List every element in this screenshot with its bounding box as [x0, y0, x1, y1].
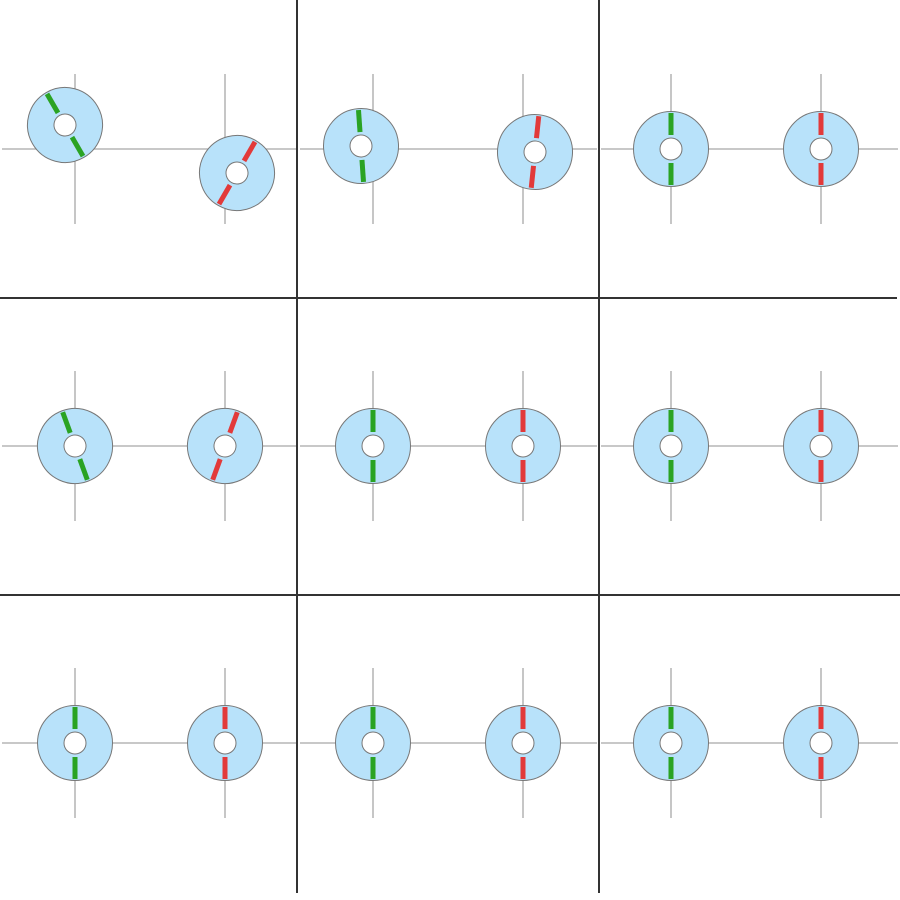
- left-washer-marker-bottom: [370, 757, 376, 779]
- right-washer: [497, 114, 573, 190]
- left-washer: [633, 111, 709, 187]
- right-washer-hole: [225, 161, 249, 185]
- right-washer-marker-top: [227, 411, 240, 434]
- right-washer-marker-bottom: [528, 165, 537, 189]
- right-washer-hole: [809, 434, 833, 458]
- right-washer-marker-bottom: [216, 183, 233, 206]
- panel-9: [601, 668, 898, 818]
- left-washer-marker-top: [668, 707, 674, 729]
- left-washer-marker-bottom: [668, 163, 674, 185]
- right-washer: [783, 408, 859, 484]
- right-washer: [485, 408, 561, 484]
- right-washer-marker-top: [222, 707, 228, 729]
- right-washer-marker-bottom: [222, 757, 228, 779]
- left-washer: [335, 705, 411, 781]
- right-washer-hole: [213, 434, 237, 458]
- right-washer: [485, 705, 561, 781]
- left-washer-marker-top: [60, 411, 73, 434]
- left-washer: [633, 408, 709, 484]
- right-washer: [187, 705, 263, 781]
- left-washer: [323, 108, 399, 184]
- right-washer-marker-bottom: [818, 163, 824, 185]
- right-washer-marker-bottom: [818, 757, 824, 779]
- right-washer-hole: [523, 140, 547, 164]
- left-washer-marker-bottom: [359, 159, 367, 183]
- left-washer-hole: [349, 134, 373, 158]
- right-washer: [783, 111, 859, 187]
- left-washer-marker-top: [668, 410, 674, 432]
- left-washer-hole: [659, 434, 683, 458]
- left-washer-marker-bottom: [77, 458, 90, 481]
- right-washer-marker-bottom: [520, 460, 526, 482]
- left-washer-marker-top: [370, 410, 376, 432]
- left-washer: [633, 705, 709, 781]
- left-washer-hole: [361, 434, 385, 458]
- right-washer-hole: [213, 731, 237, 755]
- right-washer-hole: [809, 731, 833, 755]
- right-washer-marker-bottom: [210, 458, 223, 481]
- left-washer-marker-top: [668, 113, 674, 135]
- right-washer-marker-bottom: [520, 757, 526, 779]
- left-washer: [37, 705, 113, 781]
- left-washer-marker-top: [44, 92, 61, 115]
- left-washer-hole: [53, 113, 77, 137]
- left-washer: [335, 408, 411, 484]
- left-washer-hole: [63, 434, 87, 458]
- left-washer-marker-bottom: [668, 757, 674, 779]
- right-washer-hole: [809, 137, 833, 161]
- right-washer-marker-top: [818, 707, 824, 729]
- right-washer-marker-bottom: [818, 460, 824, 482]
- right-washer-marker-top: [533, 115, 542, 139]
- left-washer-marker-top: [370, 707, 376, 729]
- right-washer-marker-top: [520, 410, 526, 432]
- right-washer-marker-top: [241, 140, 258, 163]
- panel-7: [2, 668, 296, 818]
- left-washer-hole: [659, 731, 683, 755]
- left-washer-hole: [361, 731, 385, 755]
- left-washer: [37, 408, 113, 484]
- left-washer-marker-bottom: [668, 460, 674, 482]
- left-washer-marker-top: [72, 707, 78, 729]
- right-washer-marker-top: [818, 410, 824, 432]
- left-washer-marker-bottom: [370, 460, 376, 482]
- panel-2: [300, 74, 597, 224]
- right-washer: [199, 135, 275, 211]
- left-washer-marker-top: [355, 109, 363, 133]
- right-washer-hole: [511, 434, 535, 458]
- right-washer-marker-top: [520, 707, 526, 729]
- panel-8: [300, 668, 597, 818]
- left-washer-marker-bottom: [69, 135, 86, 158]
- right-washer-marker-top: [818, 113, 824, 135]
- left-washer-hole: [659, 137, 683, 161]
- panel-5: [300, 371, 597, 521]
- left-washer-marker-bottom: [72, 757, 78, 779]
- panel-3: [601, 74, 898, 224]
- panel-4: [2, 371, 296, 521]
- left-washer-hole: [63, 731, 87, 755]
- panel-6: [601, 371, 898, 521]
- panel-1: [2, 74, 296, 224]
- right-washer-hole: [511, 731, 535, 755]
- left-washer: [27, 87, 103, 163]
- right-washer: [187, 408, 263, 484]
- right-washer: [783, 705, 859, 781]
